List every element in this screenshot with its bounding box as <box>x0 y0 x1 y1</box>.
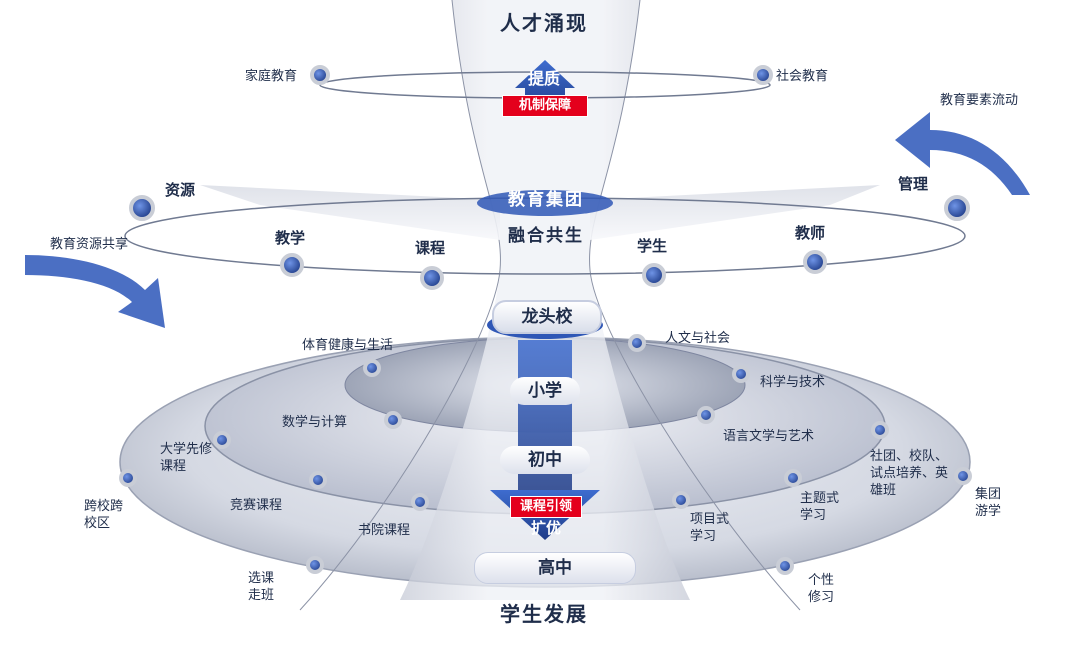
node-pe <box>363 359 381 377</box>
node-math <box>384 411 402 429</box>
right-flow-arrow <box>895 112 1030 195</box>
node-elective <box>306 556 324 574</box>
label-resource-sharing: 教育资源共享 <box>50 237 129 252</box>
label-resources: 资源 <box>165 181 196 199</box>
label-group-study: 集团游学 <box>975 487 1002 519</box>
label-clubs: 社团、校队、试点培养、英雄班 <box>870 449 949 498</box>
label-university-prep: 大学先修课程 <box>160 442 213 474</box>
label-language: 语言文学与艺术 <box>723 429 815 444</box>
node-project <box>672 491 690 509</box>
node-university-prep <box>213 431 231 449</box>
node-resources <box>129 195 155 221</box>
node-society <box>753 65 773 85</box>
left-wing <box>200 185 500 240</box>
bottom-title: 学生发展 <box>500 602 588 626</box>
label-humanities: 人文与社会 <box>665 331 731 346</box>
label-competition: 竞赛课程 <box>230 498 283 513</box>
node-clubs <box>871 421 889 439</box>
arrow-label-upgrade: 提质 <box>528 69 561 88</box>
right-wing <box>590 185 880 240</box>
label-element-flow: 教育要素流动 <box>940 93 1019 108</box>
label-science: 科学与技术 <box>760 375 826 390</box>
node-science <box>732 365 750 383</box>
node-language <box>697 406 715 424</box>
label-pe: 体育健康与生活 <box>302 338 394 353</box>
label-theme: 主题式学习 <box>800 491 840 523</box>
label-family: 家庭教育 <box>245 69 298 84</box>
node-academy <box>411 493 429 511</box>
node-theme <box>784 469 802 487</box>
senior-pill: 高中 <box>474 552 636 584</box>
label-academy: 书院课程 <box>358 523 411 538</box>
label-teaching: 教学 <box>275 229 306 247</box>
primary-pill: 小学 <box>510 377 580 405</box>
node-family <box>310 65 330 85</box>
left-flow-arrow <box>25 255 165 328</box>
top-title: 人才涌现 <box>500 11 588 35</box>
leader-school-pill: 龙头校 <box>492 300 602 334</box>
node-group-study <box>954 467 972 485</box>
course-lead-badge: 课程引领 <box>510 496 582 518</box>
label-personal: 个性修习 <box>808 573 835 605</box>
node-personal <box>776 557 794 575</box>
node-competition <box>309 471 327 489</box>
label-society: 社会教育 <box>776 69 829 84</box>
funnel-left-edge <box>299 0 501 611</box>
label-management: 管理 <box>898 175 929 193</box>
node-teaching <box>280 253 304 277</box>
node-students <box>642 263 666 287</box>
junior-pill: 初中 <box>500 446 590 474</box>
label-math: 数学与计算 <box>282 415 348 430</box>
expand-label: 扩优 <box>531 519 562 537</box>
label-students: 学生 <box>637 237 668 255</box>
label-teachers: 教师 <box>795 224 826 242</box>
label-cross-school: 跨校跨校区 <box>84 499 124 531</box>
mechanism-badge: 机制保障 <box>502 95 588 117</box>
node-courses <box>420 266 444 290</box>
label-courses: 课程 <box>415 239 446 257</box>
node-management <box>944 195 970 221</box>
fusion-label: 融合共生 <box>508 226 584 246</box>
node-teachers <box>803 250 827 274</box>
funnel-right-edge <box>589 0 801 611</box>
node-humanities <box>628 334 646 352</box>
group-label: 教育集团 <box>508 190 584 210</box>
label-elective: 选课走班 <box>248 571 275 603</box>
label-project: 项目式学习 <box>690 512 730 544</box>
group-band <box>477 190 613 216</box>
node-cross-school <box>119 469 137 487</box>
